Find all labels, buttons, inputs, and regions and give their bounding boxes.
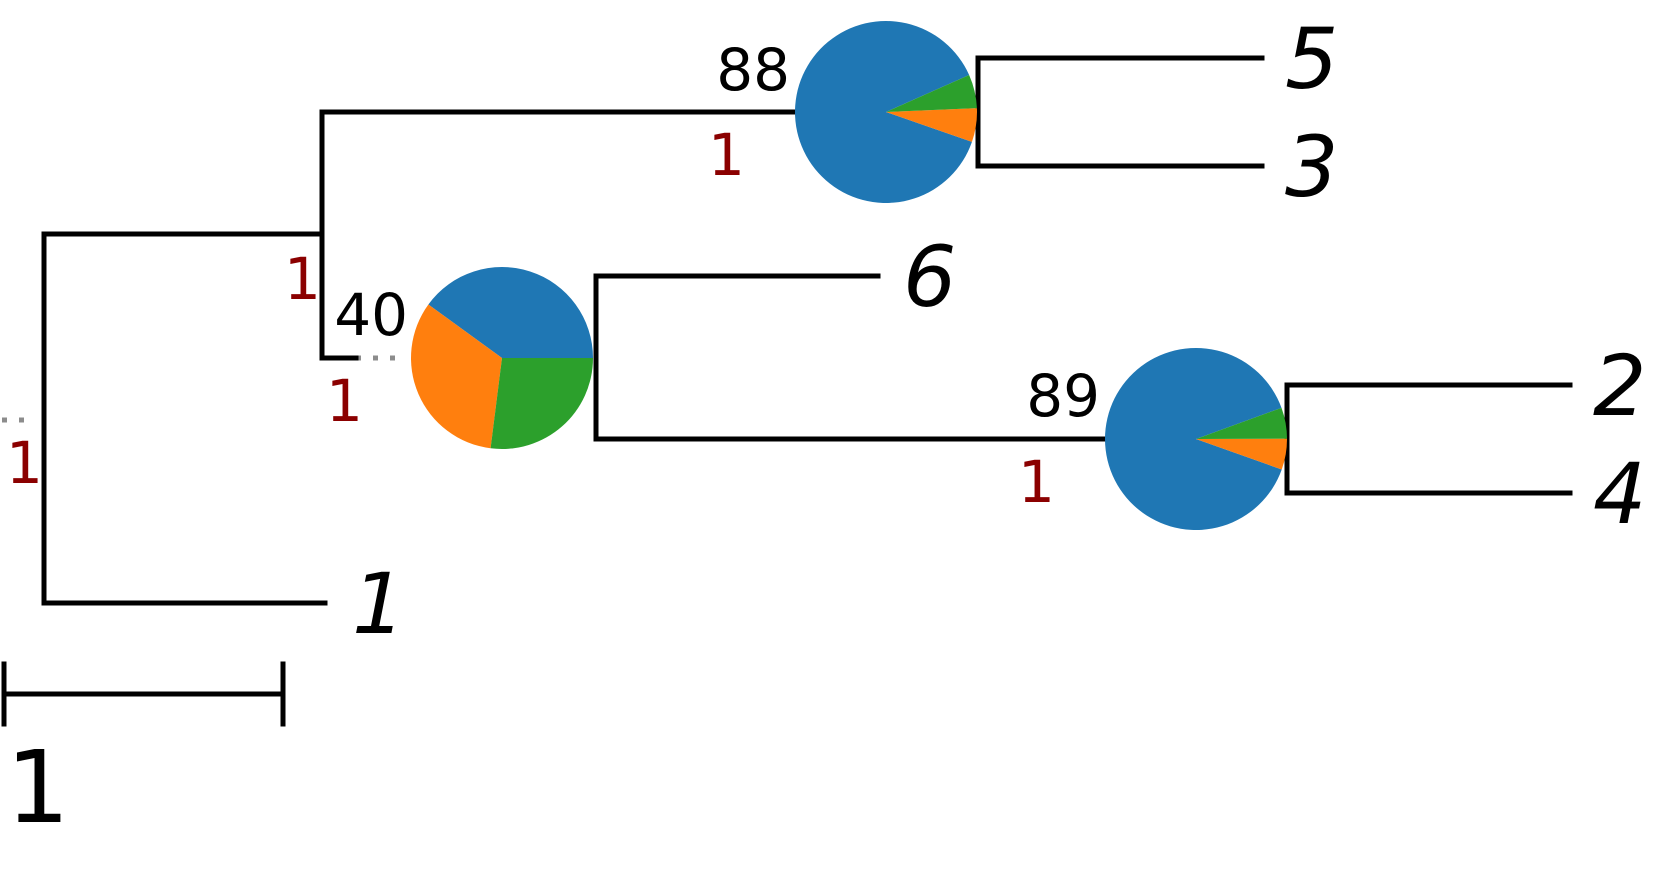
node-40-pie-slice-1 bbox=[411, 304, 502, 449]
upper-clade-branch-length-label: 1 bbox=[284, 245, 321, 313]
node-88-pie-slice-1 bbox=[886, 108, 977, 142]
node-40-pie-chart bbox=[411, 267, 593, 449]
node-88-support-label: 88 bbox=[716, 36, 790, 104]
node-89-support-label: 89 bbox=[1026, 362, 1100, 430]
leaf-label-6: 6 bbox=[903, 228, 956, 326]
leaf-label-1: 1 bbox=[352, 555, 405, 653]
node-40-support-label: 40 bbox=[334, 281, 408, 349]
leaf-label-5: 5 bbox=[1285, 10, 1338, 108]
node-88-branch-length-label: 1 bbox=[708, 121, 745, 189]
node-88-pie-chart bbox=[794, 20, 977, 203]
node-89-pie-slice-0 bbox=[1105, 348, 1282, 531]
scale-bar: 1 bbox=[1, 661, 286, 846]
node-89-pie-chart bbox=[1105, 348, 1288, 531]
leaf-label-3: 3 bbox=[1285, 118, 1338, 216]
node-89-pie-slice-1 bbox=[1196, 438, 1288, 470]
leaf-label-4: 4 bbox=[1593, 445, 1646, 543]
node-88-pie-slice-0 bbox=[794, 20, 972, 203]
root-branch-length-label: 1 bbox=[6, 429, 43, 497]
node-40-pie-slice-0 bbox=[428, 267, 593, 358]
scale-bar-label: 1 bbox=[6, 729, 70, 846]
node-89-branch-length-label: 1 bbox=[1018, 448, 1055, 516]
node-88-pie-slice-2 bbox=[886, 74, 977, 112]
leaf-label-2: 2 bbox=[1593, 337, 1646, 435]
node-40-branch-length-label: 1 bbox=[326, 367, 363, 435]
node-89-pie-slice-2 bbox=[1196, 407, 1287, 439]
node-40-pie-slice-2 bbox=[490, 358, 593, 449]
